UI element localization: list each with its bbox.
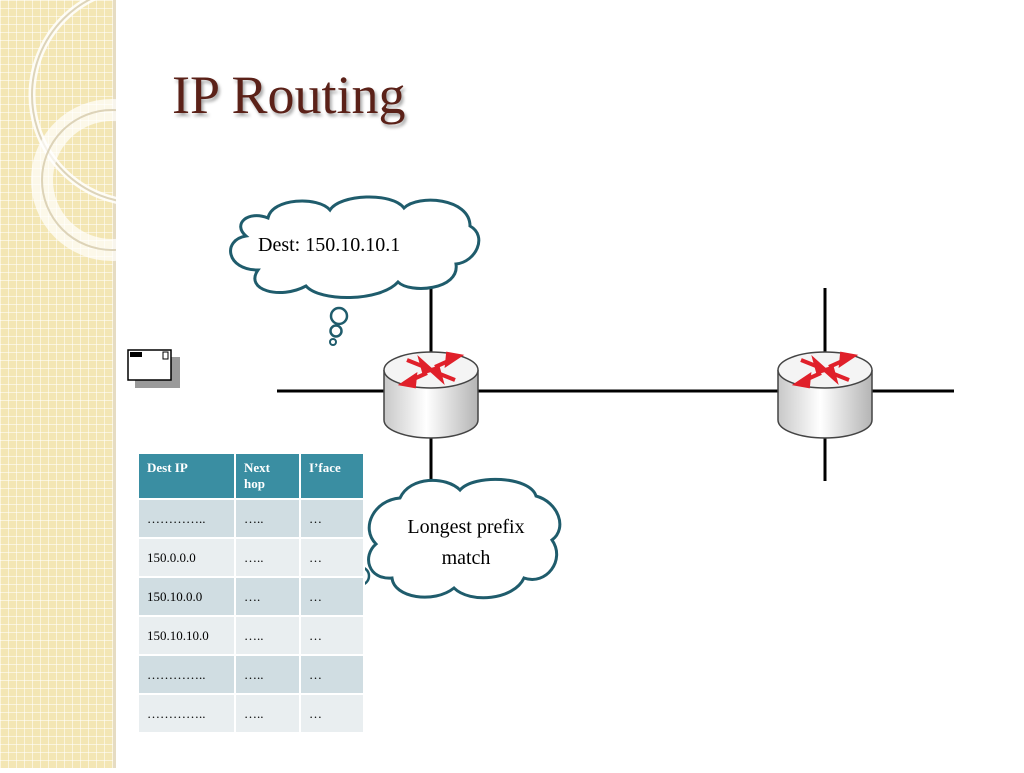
col-header-iface: I’face <box>299 452 365 500</box>
decorative-side-panel <box>0 0 252 768</box>
cell-dest-ip: 150.0.0.0 <box>137 537 236 578</box>
cell-iface: … <box>299 537 365 578</box>
cell-iface: … <box>299 693 365 734</box>
cell-next-hop: ….. <box>234 615 301 656</box>
cell-next-hop: …. <box>234 576 301 617</box>
table-row: ………….. ….. … <box>137 693 365 734</box>
cell-dest-ip: ………….. <box>137 654 236 695</box>
table-row: ………….. ….. … <box>137 654 365 695</box>
cell-iface: … <box>299 498 365 539</box>
dest-callout: Dest: 150.10.10.1 <box>229 195 481 346</box>
cell-iface: … <box>299 654 365 695</box>
table-row: ………….. ….. … <box>137 498 365 539</box>
cell-dest-ip: 150.10.0.0 <box>137 576 236 617</box>
cell-dest-ip: 150.10.10.0 <box>137 615 236 656</box>
cell-iface: … <box>299 576 365 617</box>
col-header-dest-ip: Dest IP <box>137 452 236 500</box>
match-callout-line1: Longest prefix <box>407 516 524 538</box>
match-callout-line2: match <box>442 547 491 569</box>
router-icon <box>777 351 873 439</box>
cell-next-hop: ….. <box>234 537 301 578</box>
cell-next-hop: ….. <box>234 498 301 539</box>
table-header-row: Dest IP Next hop I’face <box>137 452 365 500</box>
cell-next-hop: ….. <box>234 693 301 734</box>
cell-iface: … <box>299 615 365 656</box>
cell-dest-ip: ………….. <box>137 693 236 734</box>
table-row: 150.10.10.0 ….. … <box>137 615 365 656</box>
cell-next-hop: ….. <box>234 654 301 695</box>
table-row: 150.10.0.0 …. … <box>137 576 365 617</box>
dest-callout-text: Dest: 150.10.10.1 <box>258 234 400 256</box>
table-row: 150.0.0.0 ….. … <box>137 537 365 578</box>
router-icon <box>383 351 479 439</box>
col-header-next-hop: Next hop <box>234 452 301 500</box>
page-title: IP Routing <box>172 65 406 125</box>
routing-table: Dest IP Next hop I’face ………….. ….. … 150… <box>137 452 365 734</box>
packet-icon <box>127 349 180 388</box>
match-callout: Longest prefix match <box>308 477 562 600</box>
cell-dest-ip: ………….. <box>137 498 236 539</box>
